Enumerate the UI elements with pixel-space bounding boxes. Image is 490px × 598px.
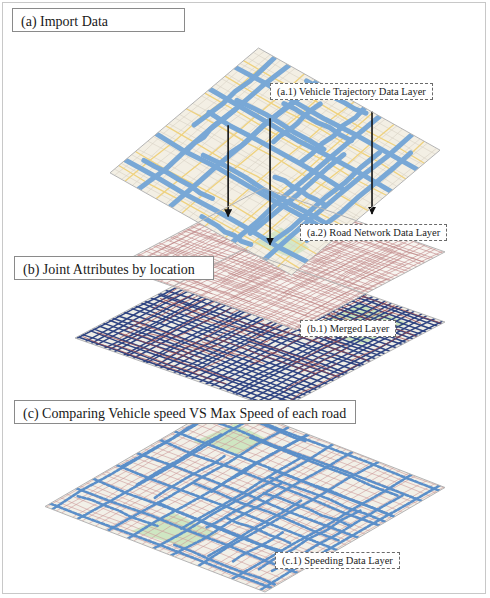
merged-road xyxy=(248,344,340,377)
road-line xyxy=(339,244,402,277)
merged-road xyxy=(135,334,202,359)
speeding-line xyxy=(269,469,394,517)
speeding-line xyxy=(264,493,352,526)
flow-arrow xyxy=(227,125,229,216)
road-line xyxy=(272,267,349,295)
road-line xyxy=(347,258,401,288)
layer-outline-shape xyxy=(45,402,445,592)
trajectory-line xyxy=(237,100,324,149)
layer-label: (a.2) Road Network Data Layer xyxy=(300,224,447,241)
step-title: (c) Comparing Vehicle speed VS Max Speed… xyxy=(23,406,346,422)
speeding-line xyxy=(174,545,276,585)
map-layer: (c.1) Speeding Data Layer xyxy=(45,402,445,592)
road-line xyxy=(255,484,434,589)
speeding-line xyxy=(227,518,292,544)
map-ground xyxy=(45,402,445,592)
merged-road xyxy=(148,333,219,357)
road-line xyxy=(296,262,374,289)
merged-road xyxy=(268,318,435,406)
step-title: (b) Joint Attributes by location xyxy=(23,262,195,278)
road-line xyxy=(263,487,444,591)
road-line xyxy=(62,409,243,513)
layer-label: (b.1) Merged Layer xyxy=(300,320,396,337)
merged-road xyxy=(285,364,337,391)
merged-road xyxy=(120,289,211,338)
speeding-line xyxy=(50,504,272,589)
map-content xyxy=(45,402,445,592)
road-line xyxy=(221,287,308,317)
road-line xyxy=(294,251,443,329)
road-line xyxy=(343,252,392,279)
step-heading: (b) Joint Attributes by location xyxy=(14,256,214,280)
speeding-line xyxy=(200,417,422,501)
flow-arrow xyxy=(371,112,373,214)
step-heading: (c) Comparing Vehicle speed VS Max Speed… xyxy=(14,400,356,424)
speeding-line xyxy=(250,438,398,496)
road-line xyxy=(178,276,251,302)
merged-road xyxy=(93,329,296,401)
speeding-line xyxy=(174,431,394,517)
merged-road xyxy=(83,337,185,374)
merged-road xyxy=(114,345,225,384)
merged-road xyxy=(132,320,233,357)
step-title: (a) Import Data xyxy=(21,14,108,30)
merged-road xyxy=(119,333,193,361)
speeding-line xyxy=(137,435,221,485)
road-line xyxy=(213,298,301,328)
speeding-line xyxy=(272,495,403,570)
layer-outline-shape xyxy=(75,250,445,410)
merged-road xyxy=(126,295,191,329)
merged-road xyxy=(185,313,267,342)
speeding-line xyxy=(78,496,158,526)
layer-label: (a.1) Vehicle Trajectory Data Layer xyxy=(270,83,433,100)
trajectory-line xyxy=(284,104,352,141)
speeding-line xyxy=(260,485,440,590)
flow-arrow xyxy=(269,118,271,244)
merged-road xyxy=(82,334,286,406)
merged-road xyxy=(250,338,302,365)
merged-road xyxy=(204,335,317,373)
step-heading: (a) Import Data xyxy=(12,8,185,32)
merged-road xyxy=(98,326,301,399)
merged-road xyxy=(248,340,326,368)
road-line xyxy=(228,273,333,311)
road-line xyxy=(306,287,357,315)
layer-label: (c.1) Speeding Data Layer xyxy=(275,552,400,569)
road-line xyxy=(246,481,427,585)
speeding-line xyxy=(207,483,282,527)
merged-road xyxy=(98,333,233,380)
